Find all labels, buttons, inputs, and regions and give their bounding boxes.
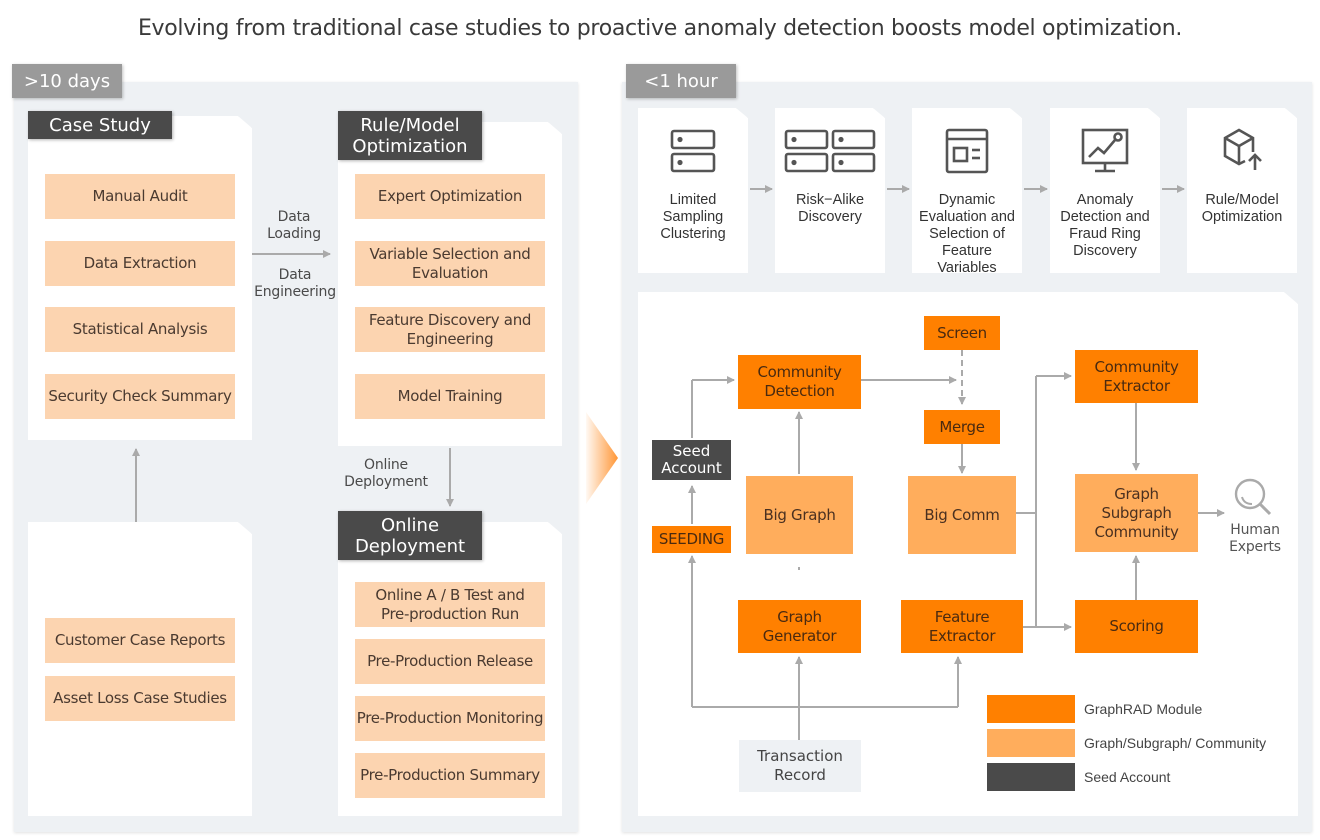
community-detection-node: Community Detection xyxy=(738,355,861,409)
server-stack-icon xyxy=(638,126,748,176)
legend-swatch-seed xyxy=(987,763,1075,791)
scoring-node: Scoring xyxy=(1075,600,1198,653)
case-item: Data Extraction xyxy=(45,241,235,286)
graph-generator-node: Graph Generator xyxy=(738,600,861,653)
case-item: Manual Audit xyxy=(45,174,235,219)
case-item: Security Check Summary xyxy=(45,374,235,419)
form-layout-icon xyxy=(912,126,1022,176)
community-extractor-node: Community Extractor xyxy=(1075,350,1198,403)
online-deployment-header: Online Deployment xyxy=(338,511,482,560)
step-label: Risk−Alike Discovery xyxy=(795,192,865,225)
data-engineering-label: Data Engineering xyxy=(254,267,336,300)
rule-item: Expert Optimization xyxy=(355,174,545,219)
rule-item: Feature Discovery and Engineering xyxy=(355,307,545,352)
data-loading-label: Data Loading xyxy=(267,209,321,242)
duration-tag-proactive: <1 hour xyxy=(626,64,736,98)
big-comm-node: Big Comm xyxy=(908,476,1016,554)
screen-node: Screen xyxy=(924,316,1000,350)
rule-item: Variable Selection and Evaluation xyxy=(355,241,545,286)
magnifier-icon xyxy=(1234,478,1272,516)
step-card-risk-alike: Risk−Alike Discovery xyxy=(775,108,885,273)
case-item: Statistical Analysis xyxy=(45,307,235,352)
seeding-node: SEEDING xyxy=(652,526,731,553)
deploy-item: Online A / B Test and Pre-production Run xyxy=(355,582,545,627)
monitor-chart-icon xyxy=(1050,126,1160,176)
step-label: Dynamic Evaluation and Selection of Feat… xyxy=(919,192,1015,276)
box-upload-icon xyxy=(1187,126,1297,176)
deploy-item: Pre-Production Summary xyxy=(355,753,545,798)
page-title: Evolving from traditional case studies t… xyxy=(137,16,1183,41)
legend-label-graphrad: GraphRAD Module xyxy=(1084,701,1203,717)
rule-model-header: Rule/Model Optimization xyxy=(338,111,482,160)
case-study-header: Case Study xyxy=(28,111,172,139)
transition-arrow-icon xyxy=(586,412,618,504)
step-label: Anomaly Detection and Fraud Ring Discove… xyxy=(1060,192,1150,259)
transaction-record-node: Transaction Record xyxy=(739,740,861,792)
seed-account-node: Seed Account xyxy=(652,440,731,480)
step-card-dynamic-evaluation: Dynamic Evaluation and Selection of Feat… xyxy=(912,108,1022,273)
step-label: Rule/Model Optimization xyxy=(1201,192,1283,225)
legend-swatch-graph xyxy=(987,729,1075,757)
legend-label-graph: Graph/Subgraph/ Community xyxy=(1084,735,1267,751)
server-grid-icon xyxy=(775,126,885,176)
step-card-limited-sampling: Limited Sampling Clustering xyxy=(638,108,748,273)
deploy-item: Pre-Production Release xyxy=(355,639,545,684)
rule-item: Model Training xyxy=(355,374,545,419)
step-card-anomaly-detection: Anomaly Detection and Fraud Ring Discove… xyxy=(1050,108,1160,273)
duration-tag-traditional: >10 days xyxy=(12,64,122,98)
legend-label-seed: Seed Account xyxy=(1084,769,1171,785)
human-experts-label: Human Experts xyxy=(1229,522,1281,555)
feature-extractor-node: Feature Extractor xyxy=(901,600,1023,653)
source-item: Asset Loss Case Studies xyxy=(45,676,235,721)
graph-subgraph-community-node: Graph Subgraph Community xyxy=(1075,474,1198,552)
step-label: Limited Sampling Clustering xyxy=(660,192,726,242)
online-deployment-label: Online Deployment xyxy=(344,457,428,490)
source-item: Customer Case Reports xyxy=(45,618,235,663)
legend-swatch-graphrad xyxy=(987,695,1075,723)
big-graph-node: Big Graph xyxy=(746,476,853,554)
step-card-rule-model: Rule/Model Optimization xyxy=(1187,108,1297,273)
deploy-item: Pre-Production Monitoring xyxy=(355,696,545,741)
case-sources-card xyxy=(28,522,252,816)
merge-node: Merge xyxy=(924,410,1000,444)
